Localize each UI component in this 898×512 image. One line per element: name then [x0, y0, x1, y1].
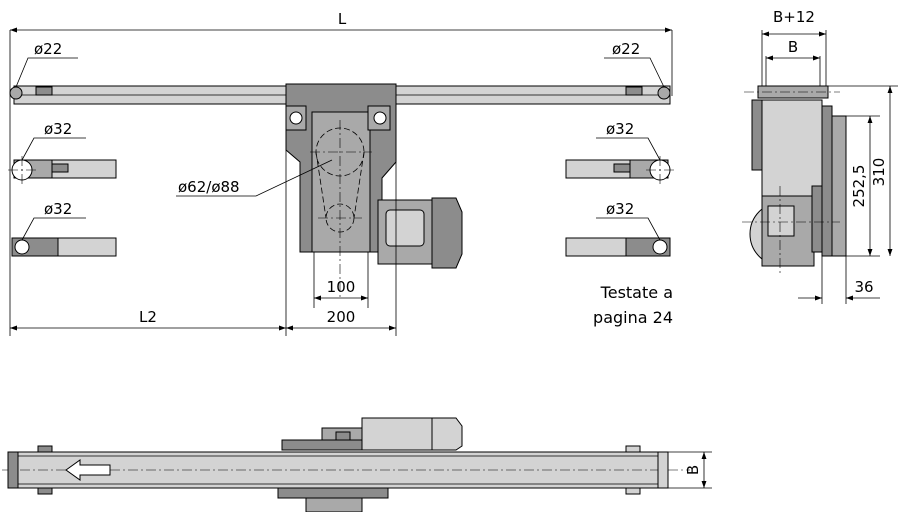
dim-roller-diameter-right-b: ø32	[606, 200, 634, 218]
dim-roller-diameter-left-a: ø32	[44, 120, 72, 138]
reference-note-line-2: pagina 24	[593, 308, 673, 327]
dim-width-36: 36	[854, 278, 873, 296]
dim-width-200: 200	[327, 308, 356, 326]
dim-width-B-plus-12: B+12	[773, 8, 815, 26]
end-idler-right	[657, 86, 671, 100]
dim-idler-diameter-left: ø22	[34, 40, 62, 58]
dim-length-L: L	[338, 10, 347, 28]
dim-width-B-side: B	[788, 38, 798, 56]
end-variant-right-a: ø32	[565, 120, 674, 184]
front-view: L ø22 ø22 ø62/ø88	[8, 10, 674, 336]
end-variant-left-a: ø32	[8, 120, 117, 184]
dim-drive-sprocket-diameter: ø62/ø88	[178, 178, 240, 196]
reference-note-line-1: Testate a	[600, 283, 673, 302]
top-motor	[361, 417, 433, 451]
dim-height-252-5: 252,5	[850, 165, 868, 208]
end-variant-left-b: ø32	[11, 200, 117, 257]
side-view: B+12 B 252,5 310 36	[742, 8, 898, 304]
dim-length-L2: L2	[139, 308, 157, 326]
dim-width-B-bottom: B	[684, 465, 702, 475]
dim-idler-diameter-right: ø22	[612, 40, 640, 58]
direction-arrow-icon	[65, 459, 111, 481]
dim-roller-diameter-right-a: ø32	[606, 120, 634, 138]
reference-note: Testate a pagina 24	[583, 280, 673, 330]
dim-height-310: 310	[870, 158, 888, 187]
dim-width-100: 100	[327, 278, 356, 296]
end-idler-left	[9, 86, 23, 100]
top-view: B	[2, 417, 712, 512]
dim-roller-diameter-left-b: ø32	[44, 200, 72, 218]
end-variant-right-b: ø32	[565, 200, 671, 257]
